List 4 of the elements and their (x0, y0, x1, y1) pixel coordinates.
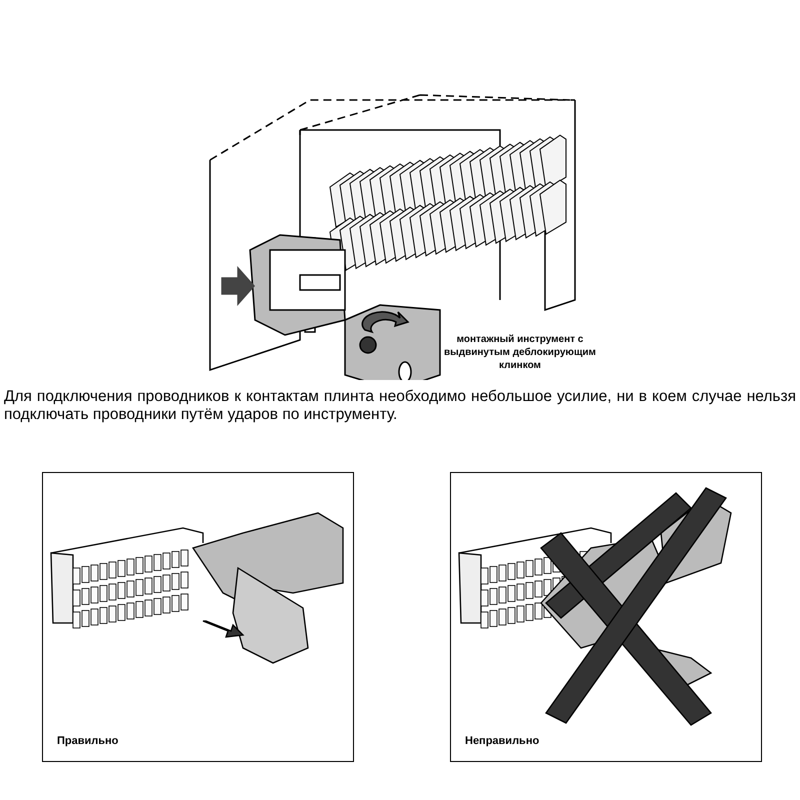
verdict-label: Неправильно (465, 735, 540, 747)
callout-text: монтажный инструмент с выдвинутым деблокирующим клинком (443, 333, 597, 372)
verdict-label: Правильно (57, 735, 118, 747)
instruction-paragraph: Для подключения проводников к контактам плинта необходимо небольшое усилие, ни в коем случае нельзя подключать проводники путём ударов по инструменту. (4, 388, 796, 424)
